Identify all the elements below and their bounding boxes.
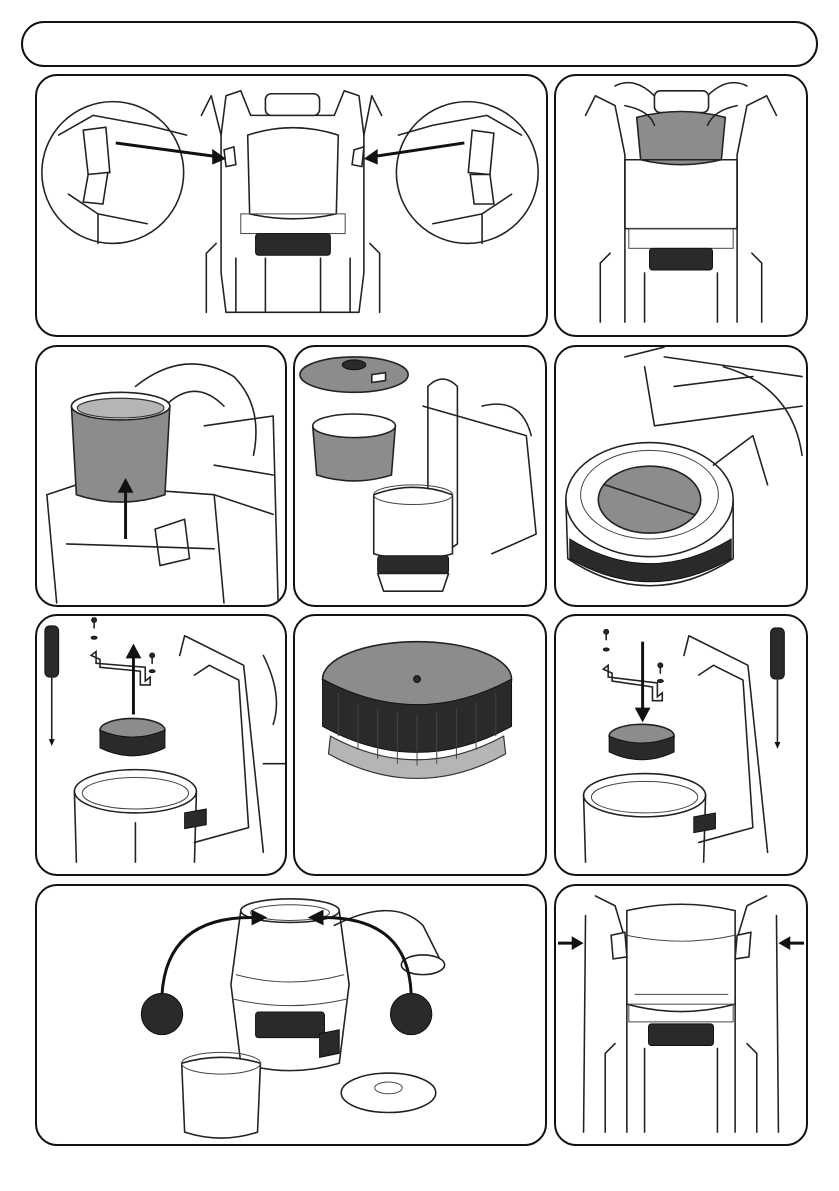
vacuum-latches-close-diagram: [556, 886, 806, 1144]
screwdriver-icon: [45, 626, 59, 746]
filter-closeup-diagram: [295, 616, 545, 874]
lid-icon: [300, 357, 408, 392]
dust-bag-icon: [637, 112, 726, 165]
reassembly-diagram: [37, 886, 545, 1144]
panel-step-4: [293, 345, 547, 607]
panel-step-9: [35, 884, 547, 1146]
filter-housing-top-view-diagram: [556, 347, 806, 605]
filter-basket-lift-diagram: [37, 347, 285, 605]
filter-bracket-install-diagram: [556, 616, 806, 874]
panel-step-3: [35, 345, 287, 607]
filter-icon: [323, 642, 512, 779]
arrow-icon: [126, 644, 142, 715]
panel-step-6: [35, 614, 287, 876]
header-title-bar: [21, 21, 818, 67]
filter-icon: [598, 466, 700, 533]
exploded-parts-diagram: [295, 347, 545, 605]
dust-bag-removal-diagram: [556, 76, 806, 335]
screwdriver-icon: [771, 628, 785, 749]
panel-step-7: [293, 614, 547, 876]
panel-step-5: [554, 345, 808, 607]
panel-step-10: [554, 884, 808, 1146]
panel-step-1: [35, 74, 548, 337]
filter-icon: [609, 724, 674, 759]
lid-icon: [341, 1073, 436, 1112]
filter-bracket-removal-diagram: [37, 616, 285, 874]
panel-step-2: [554, 74, 808, 337]
filter-icon: [100, 718, 165, 755]
panel-step-8: [554, 614, 808, 876]
vacuum-back-latches-diagram: [37, 76, 546, 335]
